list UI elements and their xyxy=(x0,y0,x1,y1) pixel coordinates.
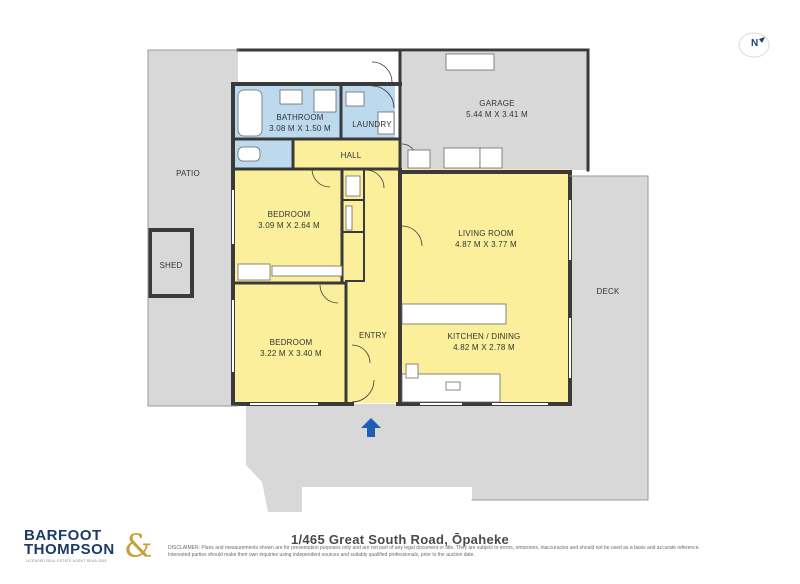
laundry-machine xyxy=(377,111,395,135)
label-hall: HALL xyxy=(341,151,362,160)
garage-cabinet-2 xyxy=(479,147,503,169)
label-kitchen: KITCHEN / DINING xyxy=(448,332,521,341)
label-laundry: LAUNDRY xyxy=(352,120,392,129)
fixtures xyxy=(237,53,507,403)
label-bedroom1: BEDROOM xyxy=(268,210,311,219)
logo-tagline: LICENSED REAL ESTATE AGENT REAA 2008 xyxy=(26,559,107,563)
living-area xyxy=(400,169,570,403)
bedroom2-wardrobe xyxy=(271,265,343,277)
interior-rooms xyxy=(235,86,570,403)
hall-area xyxy=(293,139,400,169)
compass-icon xyxy=(738,32,770,58)
bedroom1-wardrobe xyxy=(237,263,271,281)
label-shed: SHED xyxy=(159,261,182,270)
deck-area xyxy=(246,176,648,512)
kitchen-sink xyxy=(445,381,461,391)
logo-ampersand: & xyxy=(124,527,153,565)
label-patio: PATIO xyxy=(176,169,200,178)
label-deck: DECK xyxy=(596,287,619,296)
door-swings xyxy=(311,61,423,403)
compass-label: N xyxy=(751,38,759,49)
kitchen-oven xyxy=(405,363,419,379)
kitchen-bench-top xyxy=(401,303,507,325)
toilet xyxy=(237,146,261,162)
label-garage: GARAGE xyxy=(479,99,514,108)
property-address: 1/465 Great South Road, Ōpaheke xyxy=(290,532,510,547)
closet-shelf-1 xyxy=(345,205,353,231)
bathtub xyxy=(237,89,263,137)
size-bathroom: 3.08 M X 1.50 M xyxy=(269,124,331,133)
laundry-tub xyxy=(345,91,365,107)
shed-area xyxy=(148,230,192,296)
agency-logo: BARFOOT THOMPSON & LICENSED REAL ESTATE … xyxy=(24,528,174,568)
size-garage: 5.44 M X 3.41 M xyxy=(466,110,528,119)
label-bedroom2: BEDROOM xyxy=(270,338,313,347)
logo-line2: THOMPSON xyxy=(24,541,115,558)
entry-arrow-icon xyxy=(361,418,381,437)
garage-bench xyxy=(445,53,495,71)
disclaimer-text: DISCLAIMER: Plans and measurements shown… xyxy=(168,545,700,558)
closet-shelf-2 xyxy=(345,175,361,197)
logo-line1: BARFOOT xyxy=(24,527,102,544)
size-bedroom2: 3.22 M X 3.40 M xyxy=(260,349,322,358)
shower xyxy=(313,89,337,113)
label-entry: ENTRY xyxy=(359,331,387,340)
size-living: 4.87 M X 3.77 M xyxy=(455,240,517,249)
label-bathroom: BATHROOM xyxy=(276,113,323,122)
size-bedroom1: 3.09 M X 2.64 M xyxy=(258,221,320,230)
room-labels: BATHROOM 3.08 M X 1.50 M LAUNDRY GARAGE … xyxy=(159,99,619,358)
garage-step xyxy=(407,149,431,169)
size-kitchen: 4.82 M X 2.78 M xyxy=(453,343,515,352)
label-living: LIVING ROOM xyxy=(458,229,514,238)
entry-area xyxy=(346,281,400,403)
windows xyxy=(232,190,571,405)
garage-cabinet-1 xyxy=(443,147,481,169)
bedroom2-area xyxy=(235,283,346,403)
bathroom-vanity xyxy=(279,89,303,105)
